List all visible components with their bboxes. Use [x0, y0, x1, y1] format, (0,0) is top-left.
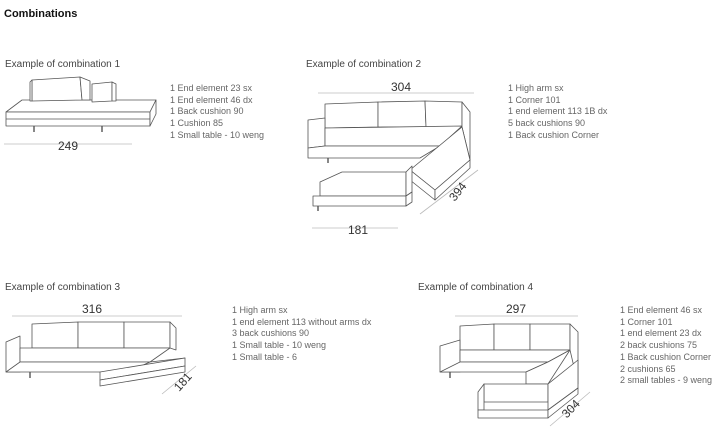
sofa-drawing-1 [4, 76, 157, 145]
list-item: 1 High arm sx [508, 83, 564, 93]
list-item: 1 Back cushion 90 [170, 106, 244, 117]
combination-2-heading: Example of combination 2 [306, 59, 422, 70]
sofa-drawing-3 [5, 315, 197, 395]
page-title: Combinations [4, 8, 78, 20]
list-item: 1 Small table - 6 [232, 351, 298, 362]
list-item: 1 Small table - 10 weng [170, 129, 265, 140]
combination-2-items: 1 High arm sx 1 Corner 101 1 end element… [508, 83, 607, 142]
list-item: 1 Small table - 10 weng [232, 340, 327, 351]
combination-3-dimension-width: 316 [82, 302, 102, 316]
list-item: 1 End element 46 sx [620, 305, 703, 315]
combination-1-heading: Example of combination 1 [5, 59, 121, 70]
list-item: 3 back cushions 90 [232, 328, 310, 339]
list-item: 1 Back cushion Corner [620, 351, 712, 362]
sofa-drawing-4 [439, 315, 591, 427]
list-item: 1 Back cushion Corner [508, 129, 600, 140]
combination-4-heading: Example of combination 4 [418, 282, 534, 293]
list-item: 1 Cushion 85 [170, 118, 224, 129]
list-item: 2 small tables - 9 weng [620, 375, 713, 386]
list-item: 1 Corner 101 [620, 316, 673, 327]
list-item: 1 High arm sx [232, 305, 288, 315]
list-item: 1 end element 113 without arms dx [232, 316, 372, 327]
combination-1-items: 1 End element 23 sx 1 End element 46 dx … [170, 83, 264, 142]
list-item: 1 end element 113 1B dx [508, 106, 608, 117]
combination-1-dimension-width: 249 [58, 139, 78, 153]
list-item: 1 End element 46 dx [170, 94, 253, 105]
list-item: 1 End element 23 sx [170, 83, 253, 93]
combination-3-items: 1 High arm sx 1 end element 113 without … [232, 305, 371, 364]
combination-4-items: 1 End element 46 sx 1 Corner 101 1 end e… [620, 305, 712, 387]
list-item: 2 cushions 65 [620, 363, 676, 374]
sofa-drawing-2 [307, 92, 479, 229]
list-item: 5 back cushions 90 [508, 118, 586, 129]
combination-3-heading: Example of combination 3 [5, 282, 121, 293]
list-item: 2 back cushions 75 [620, 340, 698, 351]
list-item: 1 Corner 101 [508, 94, 561, 105]
combination-2-dimension-chaise: 181 [348, 223, 368, 237]
list-item: 1 end element 23 dx [620, 328, 702, 339]
combination-4-dimension-width: 297 [506, 302, 526, 316]
combination-2-dimension-width: 304 [391, 80, 411, 94]
